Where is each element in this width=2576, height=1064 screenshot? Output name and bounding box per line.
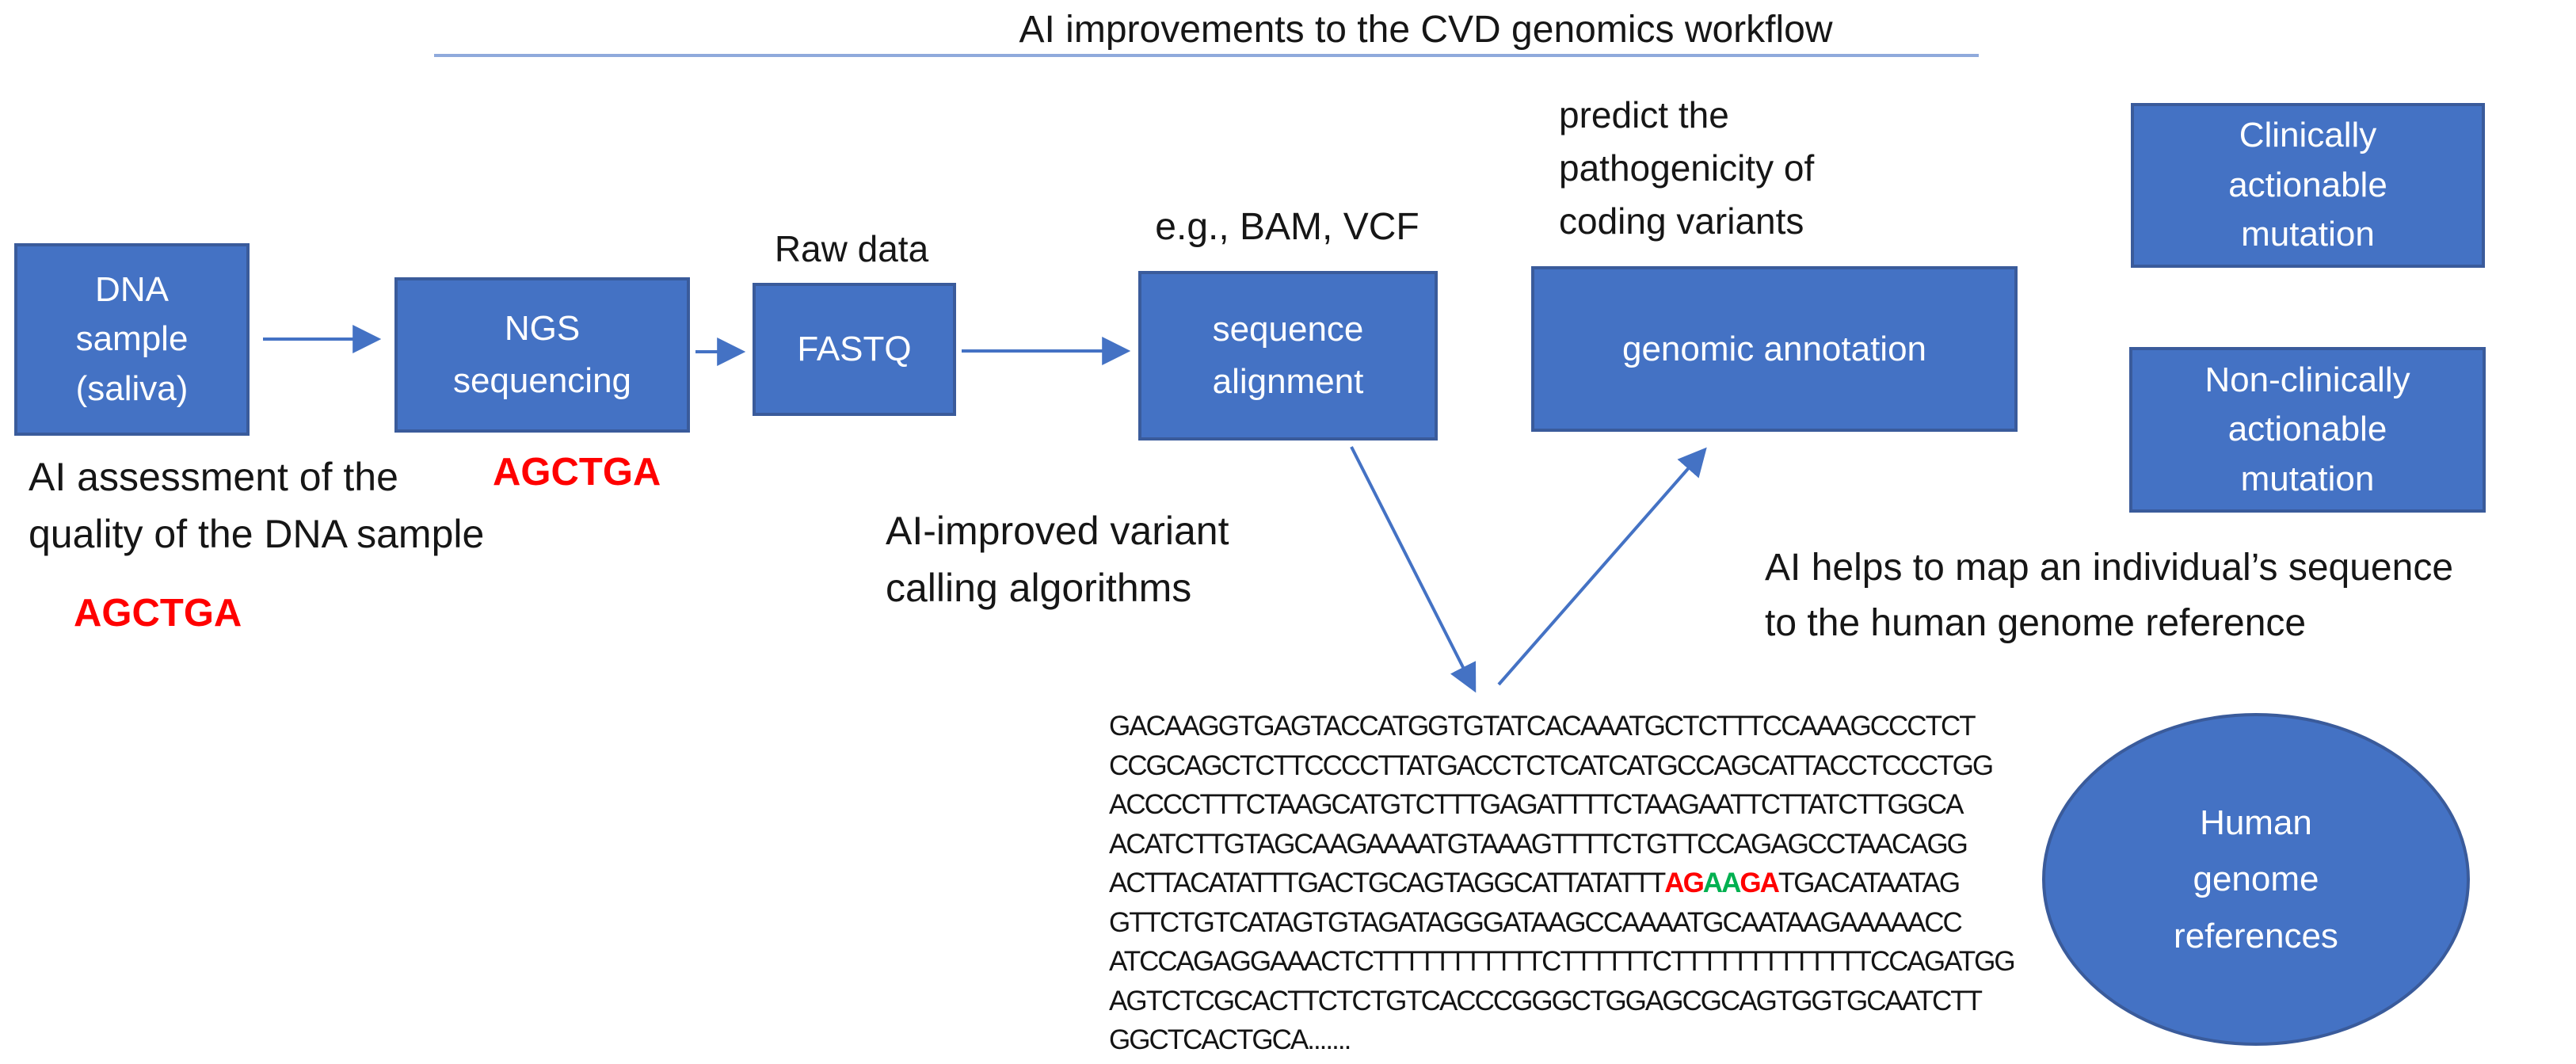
sequence-segment: ACATCTTGTAGCAAGAAAATGTAAAGTTTTCTGTTCCAGA… <box>1109 828 1968 860</box>
sequence-segment: GTTCTGTCATAGTGTAGATAGGGATAAGCCAAAATGCAAT… <box>1109 906 1963 938</box>
sequence-segment: ACCCCTTTCTAAGCATGTCTTTGAGATTTTCTAAGAATTC… <box>1109 789 1964 820</box>
sequence-segment: GGCTCACTGCA....... <box>1109 1024 1351 1055</box>
label-ai-helps-map: AI helps to map an individual’s sequence… <box>1765 547 2454 644</box>
sequence-highlight-green: AA <box>1702 868 1742 898</box>
sequence-line: ACATCTTGTAGCAAGAAAATGTAAAGTTTTCTGTTCCAGA… <box>1109 825 2014 864</box>
box-sequence-alignment: sequence alignment <box>1138 271 1438 440</box>
sequence-line: ACTTACATATTTGACTGCAGTAGGCATTATATTTAGAAGA… <box>1109 864 2014 903</box>
ellipse-human-genome-references: Human genome references <box>2042 713 2470 1046</box>
sequence-line: CCGCAGCTCTTCCCCTTATGACCTCTCATCATGCCAGCAT… <box>1109 746 2014 786</box>
box-genomic-annotation: genomic annotation <box>1531 266 2018 432</box>
figure-title: AI improvements to the CVD genomics work… <box>1019 9 1833 51</box>
sequence-line: AGTCTCGCACTTCTCTGTCACCCGGGCTGGAGCGCAGTGG… <box>1109 982 2014 1021</box>
arrow-alignment-to-sequence <box>1350 446 1477 693</box>
sequence-line: GGCTCACTGCA....... <box>1109 1020 2014 1060</box>
sequence-highlight-red: GA <box>1740 868 1779 898</box>
label-agctga-ngs: AGCTGA <box>493 451 661 494</box>
label-raw-data: Raw data <box>774 228 929 269</box>
box-non-clinically-actionable-mutation: Non-clinically actionable mutation <box>2129 347 2486 513</box>
sequence-segment: AGTCTCGCACTTCTCTGTCACCCGGGCTGGAGCGCAGTGG… <box>1109 985 1983 1016</box>
sequence-segment: TGACATAATAG <box>1778 868 1961 898</box>
sequence-line: GACAAGGTGAGTACCATGGTGTATCACAAATGCTCTTTCC… <box>1109 707 2014 746</box>
arrow-sequence-to-annotation <box>1497 447 1707 686</box>
box-fastq: FASTQ <box>753 283 956 416</box>
label-agctga-sample: AGCTGA <box>74 592 242 635</box>
label-eg-bam-vcf: e.g., BAM, VCF <box>1155 206 1419 248</box>
label-ai-improved-variant-calling: AI-improved variant calling algorithms <box>886 509 1229 610</box>
sequence-segment: ATCCAGAGGAAACTCTTTTTTTTTTTCTTTTTTCTTTTTT… <box>1109 946 2016 977</box>
box-dna-sample: DNA sample (saliva) <box>14 243 250 436</box>
sequence-line: ATCCAGAGGAAACTCTTTTTTTTTTTCTTTTTTCTTTTTT… <box>1109 942 2016 982</box>
box-ngs-sequencing: NGS sequencing <box>394 277 690 433</box>
sequence-highlight-red: AG <box>1664 868 1704 898</box>
dna-sequence-block: GACAAGGTGAGTACCATGGTGTATCACAAATGCTCTTTCC… <box>1109 707 2016 1060</box>
title-underline <box>434 54 1979 57</box>
sequence-segment: GACAAGGTGAGTACCATGGTGTATCACAAATGCTCTTTCC… <box>1109 711 1976 742</box>
box-clinically-actionable-mutation: Clinically actionable mutation <box>2131 103 2485 268</box>
label-predict-pathogenicity: predict the pathogenicity of coding vari… <box>1559 94 1815 242</box>
sequence-line: ACCCCTTTCTAAGCATGTCTTTGAGATTTTCTAAGAATTC… <box>1109 785 2014 825</box>
sequence-line: GTTCTGTCATAGTGTAGATAGGGATAAGCCAAAATGCAAT… <box>1109 903 2014 943</box>
sequence-segment: CCGCAGCTCTTCCCCTTATGACCTCTCATCATGCCAGCAT… <box>1109 749 1994 781</box>
label-ai-assessment: AI assessment of the quality of the DNA … <box>29 455 485 556</box>
sequence-segment: ACTTACATATTTGACTGCAGTAGGCATTATATTT <box>1109 868 1666 898</box>
